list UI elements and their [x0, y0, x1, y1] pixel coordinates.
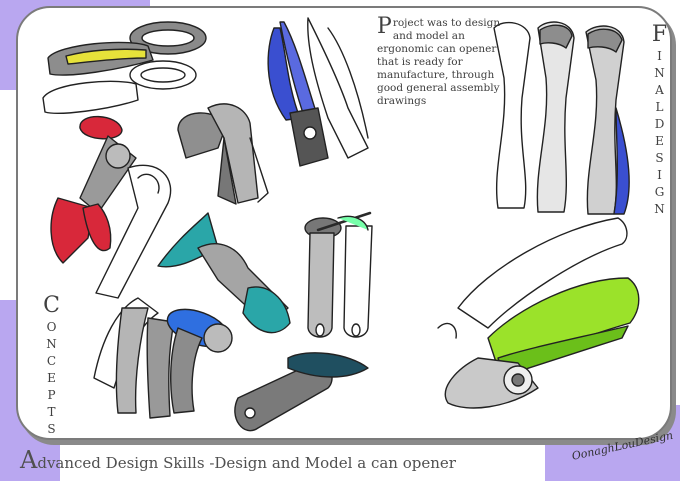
sketch-final-design-render [437, 217, 640, 409]
sketch-concept-keyhole [304, 211, 373, 338]
concepts-letter: N [46, 337, 58, 351]
concepts-vertical-label: C O N C E P T S [42, 293, 62, 438]
final-design-letter: I [657, 168, 663, 182]
sketch-concept-red [50, 115, 172, 299]
project-description-body: roject was to design and model an ergono… [377, 17, 501, 107]
final-design-vertical-label: F I N A L D E S I G N [650, 22, 670, 218]
concepts-letter: E [47, 371, 57, 385]
sketch-final-design-column [493, 21, 630, 215]
final-design-letter: S [655, 151, 665, 165]
sketch-concept-blue-pliers [267, 17, 369, 167]
footer-title-body: dvanced Design Skills -Design and Model … [37, 454, 456, 472]
final-design-letter: N [654, 66, 666, 80]
concepts-letter: C [46, 354, 58, 368]
sketches-canvas [42, 17, 640, 432]
sketch-concept-blue-band [93, 297, 233, 419]
concepts-initial: C [43, 293, 61, 318]
final-design-letter: E [655, 134, 665, 148]
final-design-initial: F [651, 22, 669, 47]
sketch-concept-gray [177, 103, 269, 205]
final-design-letter: A [655, 83, 665, 97]
project-description-initial: P [377, 14, 392, 39]
sketch-concept-yellow [42, 21, 207, 114]
final-design-letter: I [657, 49, 663, 63]
final-design-letter: D [654, 117, 666, 131]
concepts-letter: O [46, 320, 58, 334]
concepts-letter: S [47, 422, 57, 436]
sketch-concept-dark-cap [234, 352, 369, 432]
final-design-letter: N [654, 202, 666, 216]
concepts-letter: P [47, 388, 57, 402]
final-design-letter: L [655, 100, 665, 114]
concepts-letter: T [47, 405, 57, 419]
footer-title: Advanced Design Skills -Design and Model… [20, 446, 456, 474]
sketch-concept-teal [157, 212, 291, 334]
footer-title-initial: A [20, 446, 38, 474]
final-design-letter: G [654, 185, 666, 199]
